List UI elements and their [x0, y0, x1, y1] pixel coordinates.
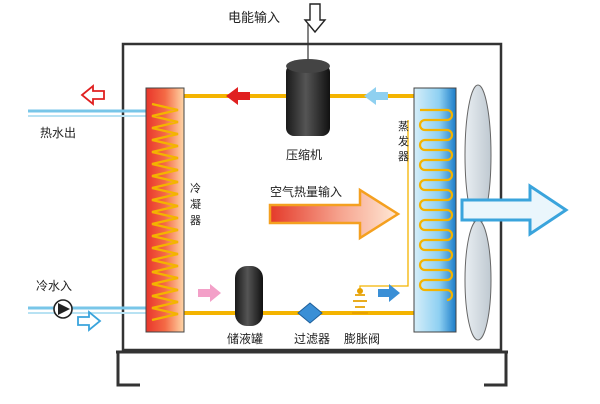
- receiver-tank-label: 储液罐: [227, 331, 263, 346]
- hot-water-out-label: 热水出: [40, 126, 76, 140]
- compressor-body: [286, 64, 330, 136]
- expansion-valve-top-icon: [357, 288, 363, 294]
- flow-arrow-pink-icon: [198, 284, 221, 302]
- condenser-coil: [151, 102, 179, 322]
- flow-arrow-red-icon: [226, 87, 250, 105]
- condenser-label-3: 器: [190, 214, 201, 227]
- compressor-top: [286, 59, 330, 73]
- condenser-label-1: 冷: [190, 182, 201, 195]
- filter-label: 过滤器: [294, 332, 330, 346]
- cabinet-frame: [121, 42, 503, 352]
- fan-blade-bottom: [464, 219, 492, 341]
- air-heat-input-label: 空气热量输入: [270, 184, 342, 199]
- condenser-label-2: 凝: [190, 197, 201, 211]
- cold-water-in-label: 冷水入: [36, 279, 72, 293]
- receiver-tank-body: [235, 266, 263, 326]
- power-input-arrow-icon: [303, 3, 327, 34]
- expansion-valve-icon: [352, 294, 368, 314]
- evaporator-label-1: 蒸: [398, 120, 409, 133]
- compressor-label: 压缩机: [286, 147, 322, 162]
- evaporator-label-2: 发: [398, 134, 409, 148]
- power-input-label: 电能输入: [228, 10, 280, 26]
- pump-triangle-icon: [58, 303, 70, 315]
- left-leg: [116, 352, 140, 387]
- evaporator-label-3: 器: [398, 150, 409, 163]
- expansion-valve-label: 膨胀阀: [344, 332, 380, 346]
- hot-water-out-arrow-icon: [80, 84, 105, 106]
- evaporator-coil: [418, 108, 454, 302]
- cold-water-in-arrow-icon: [77, 310, 102, 332]
- air-heat-input-arrow-icon: [268, 187, 401, 241]
- filter-icon: [297, 302, 323, 324]
- flow-arrow-blue-icon: [378, 284, 400, 302]
- right-leg: [484, 352, 508, 387]
- flow-arrow-lightblue-icon: [364, 87, 388, 105]
- exhaust-air-arrow-icon: [460, 183, 569, 237]
